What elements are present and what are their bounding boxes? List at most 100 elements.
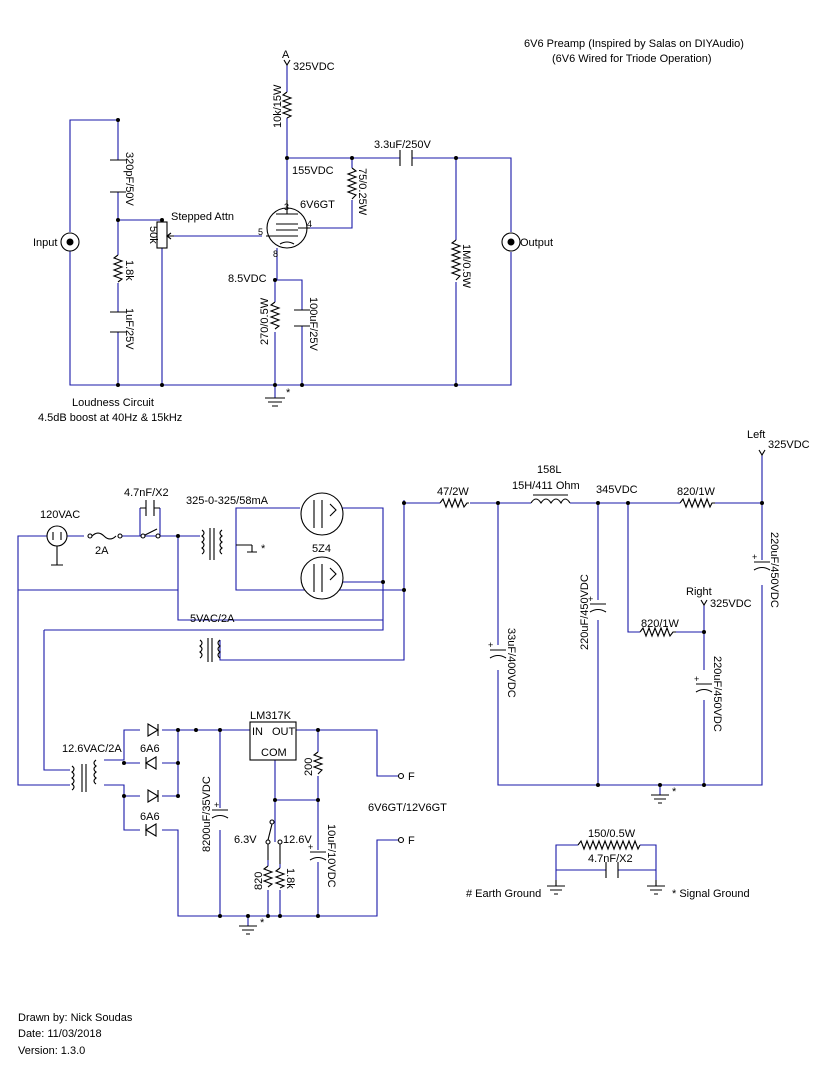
resistor-820 [262,865,274,888]
right-resistor-label: 820/1W [641,618,680,630]
loudness-capacitor-1 [110,159,126,193]
power-switch [144,528,158,536]
output-label: Output [520,237,553,249]
selector-12v6: 12.6V [283,834,312,846]
regulator-in: IN [252,726,263,738]
left-arrow [758,449,766,457]
fuse-label: 2A [95,545,109,557]
right-dropping-resistor [639,626,676,638]
loudness-title: Loudness Circuit [72,397,154,409]
b-plus-label: 325VDC [293,61,335,73]
right-voltage: 325VDC [710,598,752,610]
leak-resistor [450,239,462,281]
ground-lift-resistor-label: 150/0.5W [588,828,636,840]
earth-ground-symbol [547,885,565,895]
heater-filter-capacitor [211,809,229,819]
loudness-resistor-label: 1.8k [123,260,135,281]
right-label: Right [686,586,712,598]
ground-lift-resistor [577,839,641,851]
b-plus-arrow [283,59,291,67]
fuse [91,532,117,540]
regulator-label: LM317K [250,710,292,722]
cathode-voltage: 8.5VDC [228,273,267,285]
x-capacitor-label: 4.7nF/X2 [124,487,169,499]
choke-label: 15H/411 Ohm [512,480,580,492]
loudness-capacitor-2 [110,311,126,333]
diode-4 [144,823,157,837]
psu-section: 120VAC 2A 4.7nF/X2 325-0-325/58mA * 5Z4 … [17,429,810,804]
left-dropping-resistor [679,497,715,509]
svg-text:+: + [308,842,313,852]
heater-terminal-1 [397,772,405,780]
diode-1-label: 6A6 [140,743,160,755]
heater-terminal-1-label: F [408,771,415,783]
diode-2 [144,756,157,770]
choke [530,494,571,505]
left-voltage: 325VDC [768,439,810,451]
pin-3: 3 [284,202,289,212]
svg-text:+: + [588,594,593,604]
left-capacitor [753,561,771,571]
program-resistor-label: 200 [303,758,315,776]
pin-5: 5 [258,227,263,237]
voltage-selector [269,819,275,825]
screen-resistor-label: 75/0.25W [356,168,368,216]
choke-id: 158L [537,464,561,476]
heater-transformer [71,759,97,792]
x-capacitor [140,500,160,516]
preamp-ground-symbol [265,397,285,407]
loudness-capacitor-1-label: 320pF/50V [123,152,135,206]
heater-terminal-2 [397,836,405,844]
svg-text:+: + [488,640,493,650]
svg-text:+: + [694,674,699,684]
node-a: A [282,49,290,61]
left-capacitor-label: 220uF/450VDC [768,532,780,608]
preamp-section: A 325VDC 10k/15W 155VDC 3.3uF/250V 75/0.… [33,49,553,424]
screen-resistor [346,167,358,200]
earth-ground-label: # Earth Ground [466,888,541,900]
series-resistor-label: 47/2W [437,486,469,498]
resistor-1k8 [274,867,286,889]
version: Version: 1.3.0 [18,1045,85,1057]
heater-tubes-label: 6V6GT/12V6GT [368,802,447,814]
right-capacitor [695,683,713,693]
filament-transformer [199,638,221,662]
transformer-label: 325-0-325/58mA [186,495,269,507]
psu-ground-mark: * [672,786,677,798]
ground-lift: 150/0.5W 4.7nF/X2 # Earth Ground * Signa… [466,828,750,900]
first-filter-capacitor [489,649,507,659]
signal-ground-symbol [555,880,665,895]
title-line-2: (6V6 Wired for Triode Operation) [552,53,712,65]
heater-terminal-2-label: F [408,835,415,847]
plate-resistor [281,91,293,119]
left-resistor-label: 820/1W [677,486,716,498]
svg-text:+: + [752,552,757,562]
selector-6v3: 6.3V [234,834,257,846]
mains-label: 120VAC [40,509,80,521]
heater-filter-capacitor-label: 8200uF/35VDC [201,776,213,852]
rectifier-label: 5Z4 [312,543,331,555]
second-filter-capacitor-label: 220uF/450VDC [579,574,591,650]
pin-4: 4 [307,219,312,229]
ct-ground [236,544,257,553]
power-transformer [201,528,223,560]
regulator-com: COM [261,747,287,759]
heater-ground-symbol [239,925,257,935]
heater-transformer-label: 12.6VAC/2A [62,743,122,755]
leak-resistor-label: 1M/0.5W [460,244,472,289]
svg-text:+: + [214,800,219,810]
pot-value: 50k [147,226,159,244]
plate-voltage: 155VDC [292,165,334,177]
date: Date: 11/03/2018 [18,1028,102,1040]
cathode-resistor-label: 270/0.5W [259,297,271,345]
heater-output-capacitor-label: 10uF/10VDC [325,824,337,888]
preamp-ground-mark: * [286,387,291,399]
mains-plug-pins [51,532,63,566]
loudness-capacitor-2-label: 1uF/25V [123,308,135,350]
tube-elements [266,200,310,245]
resistor-820-label: 820 [253,872,265,890]
rectifier-tube-1-elements [313,500,337,528]
filament-label: 5VAC/2A [190,613,235,625]
first-filter-capacitor-label: 33uF/400VDC [505,628,517,698]
